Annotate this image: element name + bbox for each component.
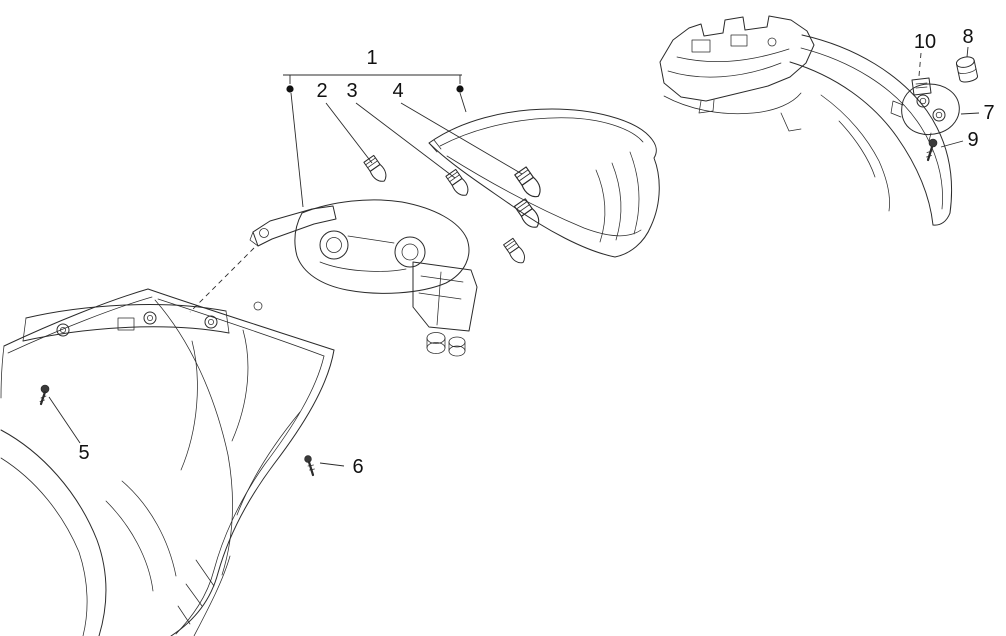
bulb-drawing-4 (514, 166, 541, 198)
callout-2: 2 (316, 80, 327, 102)
bulb-part-8-drawing (955, 56, 978, 83)
tail-light-housing-drawing (189, 199, 478, 357)
callout-9: 9 (967, 129, 978, 151)
bulb-drawing-6 (503, 237, 525, 264)
bulb-drawing-2 (363, 154, 387, 182)
screw-part-9 (926, 138, 938, 162)
bulb-drawing-3 (445, 168, 469, 196)
screw-part-6 (304, 455, 315, 477)
rear-fender-drawing (659, 15, 953, 226)
bulb-drawing-5 (513, 198, 540, 228)
callout-5: 5 (78, 442, 89, 464)
leader-lines (48, 46, 980, 467)
tail-light-lens-drawing (428, 108, 660, 258)
callout-labels: 1 2 3 4 5 6 7 8 9 10 (78, 26, 994, 478)
callout-3: 3 (346, 80, 357, 102)
callout-1-bracket (283, 74, 467, 208)
callout-6: 6 (352, 456, 363, 478)
plate-light-bracket-drawing (890, 83, 960, 142)
callout-8: 8 (962, 26, 973, 48)
screw-part-5 (39, 384, 50, 406)
callout-10: 10 (914, 31, 936, 53)
clip-part-10-drawing (911, 77, 932, 96)
callout-7: 7 (983, 102, 994, 124)
callout-1: 1 (366, 47, 377, 69)
rear-body-panel-drawing (0, 288, 335, 636)
callout-4: 4 (392, 80, 403, 102)
